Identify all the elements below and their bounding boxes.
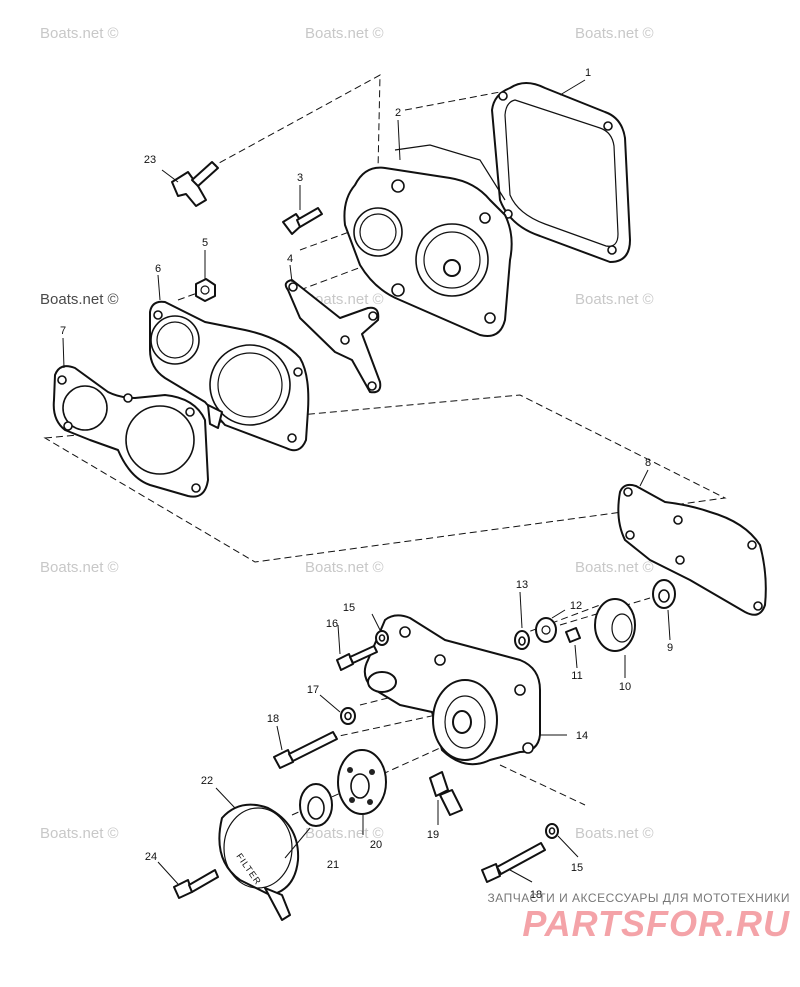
part-9-washer [652, 579, 676, 609]
label-11: 11 [571, 670, 582, 682]
label-17: 17 [307, 684, 319, 696]
part-12-nut [535, 617, 557, 643]
watermark: Boats.net © [40, 291, 119, 308]
label-12: 12 [570, 600, 582, 612]
watermark: Boats.net © [575, 25, 654, 42]
label-20: 20 [370, 839, 382, 851]
part-3-bolt [282, 207, 323, 235]
part-23-elbow [171, 161, 219, 207]
part-6-pump-body [149, 300, 310, 452]
label-23: 23 [144, 154, 156, 166]
label-4: 4 [287, 253, 293, 265]
label-18: 18 [267, 713, 279, 725]
label-16: 16 [326, 618, 338, 630]
label-9: 9 [667, 642, 673, 654]
label-21: 21 [327, 859, 339, 871]
label-1: 1 [585, 67, 591, 79]
part-18-screw [481, 842, 546, 883]
label-15: 15 [343, 602, 355, 614]
part-2-cover [343, 144, 513, 337]
watermark: Boats.net © [305, 825, 384, 842]
watermark: Boats.net © [40, 825, 119, 842]
watermark: Boats.net © [575, 825, 654, 842]
part-8-gasket [617, 483, 767, 616]
watermark-layer: Boats.net © Boats.net © Boats.net © Boat… [40, 25, 654, 842]
part-14-pump-housing [363, 614, 541, 766]
label-24: 24 [145, 851, 157, 863]
leader-lines [62, 79, 671, 885]
part-4-bracket [284, 279, 382, 394]
callout-labels: 1 2 3 4 5 6 7 8 9 10 11 12 13 14 15 16 1… [60, 67, 673, 901]
watermark: Boats.net © [305, 291, 384, 308]
part-17-lock-washer [340, 707, 356, 725]
footer-tagline: ЗАПЧАСТИ И АКСЕССУАРЫ ДЛЯ МОТОТЕХНИКИ [487, 891, 790, 905]
label-7: 7 [60, 325, 66, 337]
brand-logo[interactable]: PARTSFOR.RU [522, 903, 790, 944]
part-13-ring [514, 630, 530, 650]
watermark: Boats.net © [40, 559, 119, 576]
label-22: 22 [201, 775, 213, 787]
label-5: 5 [202, 237, 208, 249]
label-8: 8 [645, 457, 651, 469]
watermark: Boats.net © [305, 559, 384, 576]
label-6: 6 [155, 263, 161, 275]
part-15-washer [545, 823, 559, 839]
watermark: Boats.net © [575, 291, 654, 308]
part-7-gasket [52, 365, 209, 498]
watermark: Boats.net © [40, 25, 119, 42]
part-11-screw [565, 627, 581, 643]
label-13: 13 [516, 579, 528, 591]
part-10-disc [594, 598, 636, 652]
watermark: Boats.net © [305, 25, 384, 42]
part-5-nut [195, 278, 216, 302]
label-3: 3 [297, 172, 303, 184]
label-15b: 15 [571, 862, 583, 874]
label-10: 10 [619, 681, 631, 693]
part-22-filter: FILTER [218, 803, 300, 921]
part-24-screw [173, 869, 219, 899]
label-18b: 18 [530, 889, 542, 901]
part-18-screw [273, 731, 338, 769]
part-19-fitting [429, 771, 463, 816]
part-1-gasket [491, 82, 631, 263]
label-19: 19 [427, 829, 439, 841]
part-16-screw [336, 645, 378, 671]
part-20-disc [337, 749, 387, 815]
part-15-washer [375, 630, 389, 646]
label-2: 2 [395, 107, 401, 119]
label-14: 14 [576, 730, 588, 742]
part-21-ring [299, 783, 333, 827]
watermark: Boats.net © [575, 559, 654, 576]
